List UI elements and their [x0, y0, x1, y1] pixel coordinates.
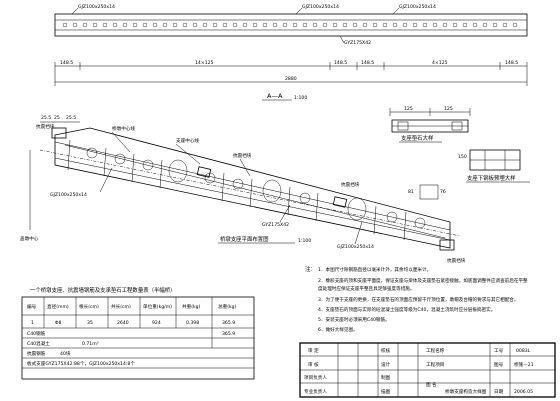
detail-dim-left: 125	[404, 106, 413, 112]
qt-c40-value: 365.9	[222, 331, 235, 337]
tb-job-label: 工号	[494, 348, 504, 354]
notes-title: 注：	[305, 265, 316, 273]
qt-cell-4: 924	[152, 320, 161, 326]
quantity-table: 一个桥墩支座、抗震墙钢筋及支承垫石工程数量表（半幅桥） 编号 直径(mm) 根长…	[21, 286, 255, 380]
qt-header-6: 总重(kg)	[218, 303, 237, 310]
qt-cell-5: 0.398	[186, 320, 199, 326]
detail-label-pad: 支座垫石大样	[401, 134, 434, 142]
detail-label-plate: 支座下钢板预埋大样	[467, 174, 516, 182]
qt-anchor-label: 抗震钢筋	[27, 350, 46, 357]
notes-block: 注： 1．本图尺寸除钢筋直径以毫米计外，其余均以厘米计。 2．橡胶支座的顶和支座…	[305, 265, 528, 333]
qt-cell-6: 365.9	[222, 320, 235, 326]
plan-label-block-4: 抗震挡块	[447, 257, 466, 264]
plan-bearing-bottom: GJZ100x250x14	[50, 192, 87, 198]
plan-dim-a: 25.5	[41, 115, 51, 121]
tb-job-no: 0083L	[516, 348, 531, 354]
note-line-2: 2．橡胶支座的顶和支座平面度，保证支座与梁体及支座垫石紧密接触，如底面调整件应调…	[318, 277, 528, 284]
note-line-1: 1．本图尺寸除钢筋直径以毫米计外，其余均以厘米计。	[318, 266, 431, 273]
tb-col2-1: 设计	[381, 361, 391, 368]
top-bearing-label-3: GJZ100x250x14	[399, 4, 436, 10]
tb-col2-0: 校核	[381, 347, 391, 354]
tb-col2-2: 制图	[381, 374, 391, 381]
plan-label-bearing-center: 支座中心线	[176, 137, 199, 144]
top-bearing-label-2: GJZ100x250x14	[302, 4, 339, 10]
plan-label-block-2: 抗震挡块	[233, 152, 252, 159]
plan-label-block-1: 抗震挡块	[36, 123, 55, 130]
section-a-a: A—A 1:100 125 125 支座垫石大样 150 支座下钢板预埋大样 7…	[262, 92, 530, 200]
tb-sheet-no: 桥施—21	[514, 361, 534, 368]
qt-concrete-label: C40混凝土	[27, 340, 50, 347]
qt-bearing-note: 板式支座GYZ175X42:88个，GJZ100x250x14:8个	[27, 360, 135, 367]
plan-caption: 桥墩支座平面布置图	[220, 235, 269, 243]
qt-header-5: 共重(kg)	[182, 303, 201, 310]
qt-cell-2: 35	[87, 320, 93, 326]
qt-cell-3: 2640	[117, 320, 129, 326]
qt-cell-1: Φ8	[55, 320, 62, 326]
qt-concrete-value: 0.71m³	[82, 341, 99, 347]
qt-header-4: 单位重(kg/m)	[143, 303, 172, 310]
plan-dim-b: 25	[54, 115, 60, 121]
dim-148-5-a: 148.5	[60, 60, 73, 66]
tb-col2-3: 描图	[381, 388, 391, 395]
tb-date: 2006.05	[514, 389, 533, 395]
top-elevation-view: GJZ100x250x14 GJZ100x250x14 GJZ100x250x1…	[54, 4, 528, 86]
qt-anchor-value: 40块	[60, 350, 71, 357]
qt-header-3: 共长(cm)	[111, 303, 131, 310]
dim-total: 2880	[285, 76, 297, 82]
note-line-7: 6．做好大样见图。	[318, 326, 358, 333]
tb-project-name-label: 工程名称	[426, 347, 445, 354]
plan-bearing-mid2: GJZ100x250x14	[337, 244, 374, 250]
detail-dim-150: 150	[458, 154, 467, 160]
detail-dim-81: 81	[408, 189, 414, 195]
plan-bearing-mid: GYZ175X42	[262, 222, 289, 228]
pier-bearing-plan: 25.5 25 25.5	[20, 115, 466, 264]
dim-148-5-c: 148.5	[361, 60, 374, 66]
plan-label-block-3: 抗震挡块	[341, 181, 360, 188]
tb-check: 项目负责人	[304, 374, 327, 381]
tb-design: 审 定	[308, 347, 319, 354]
dim-148-5-d: 148.5	[505, 60, 518, 66]
plan-label-pier-center: 桥墩中心线	[112, 125, 135, 132]
tb-review: 审 核	[308, 361, 319, 368]
detail-dim-right: 125	[444, 106, 453, 112]
note-line-6: 5．安装支座时必须采用C40钢筋。	[318, 316, 390, 323]
qt-header-1: 直径(mm)	[47, 303, 69, 310]
dim-14x125: 14×125	[195, 60, 214, 66]
section-title: A—A	[267, 92, 283, 100]
plan-left-tag: 盖墩中心	[20, 235, 39, 242]
qt-header-2: 根长(cm)	[79, 303, 99, 310]
dim-4x125: 4×125	[432, 60, 448, 66]
top-bearing-label-center: GYZ175X42	[344, 40, 371, 46]
tb-proj-head: 专业负责人	[304, 388, 327, 395]
tb-sheet-label: 图号	[494, 362, 504, 368]
tb-drawing-name: 桥墩支座构造大样图	[445, 388, 487, 395]
qt-header-0: 编号	[27, 303, 37, 310]
tb-date-label: 日期	[494, 389, 504, 395]
detail-dim-76: 76	[440, 189, 446, 195]
plan-dim-c: 25.5	[66, 115, 76, 121]
top-bearing-label-1: GJZ100x250x14	[78, 4, 115, 10]
section-scale: 1:100	[294, 95, 307, 101]
note-line-3: 度处理时应保证支座平整且具足够强度等措施。	[318, 285, 414, 292]
tb-drawing-name-label: 图 名	[426, 381, 437, 388]
qt-cell-0: 1	[31, 320, 34, 326]
quantity-table-title: 一个桥墩支座、抗震墙钢筋及支承垫石工程数量表（半幅桥）	[30, 286, 176, 294]
qt-c40-label: C40钢筋	[27, 330, 46, 337]
note-line-4: 3．为了便于支座的更换，在支座垫石的顶面应预留千斤顶位置，墩帽及台帽的要求与其它…	[318, 296, 518, 303]
tb-project-label: 工程项目	[426, 361, 444, 368]
dim-148-5-b: 148.5	[334, 60, 347, 66]
note-line-5: 4．支座垫石的顶面与实际的砼混凝土强度等级为C40，混凝土浇筑时应分层振捣密实。	[318, 306, 495, 313]
plan-caption-scale: 1:100	[298, 238, 311, 244]
title-block: 审 定 审 核 项目负责人 专业负责人 校核 设计 制图 描图 工程名称 工程项…	[299, 342, 556, 398]
